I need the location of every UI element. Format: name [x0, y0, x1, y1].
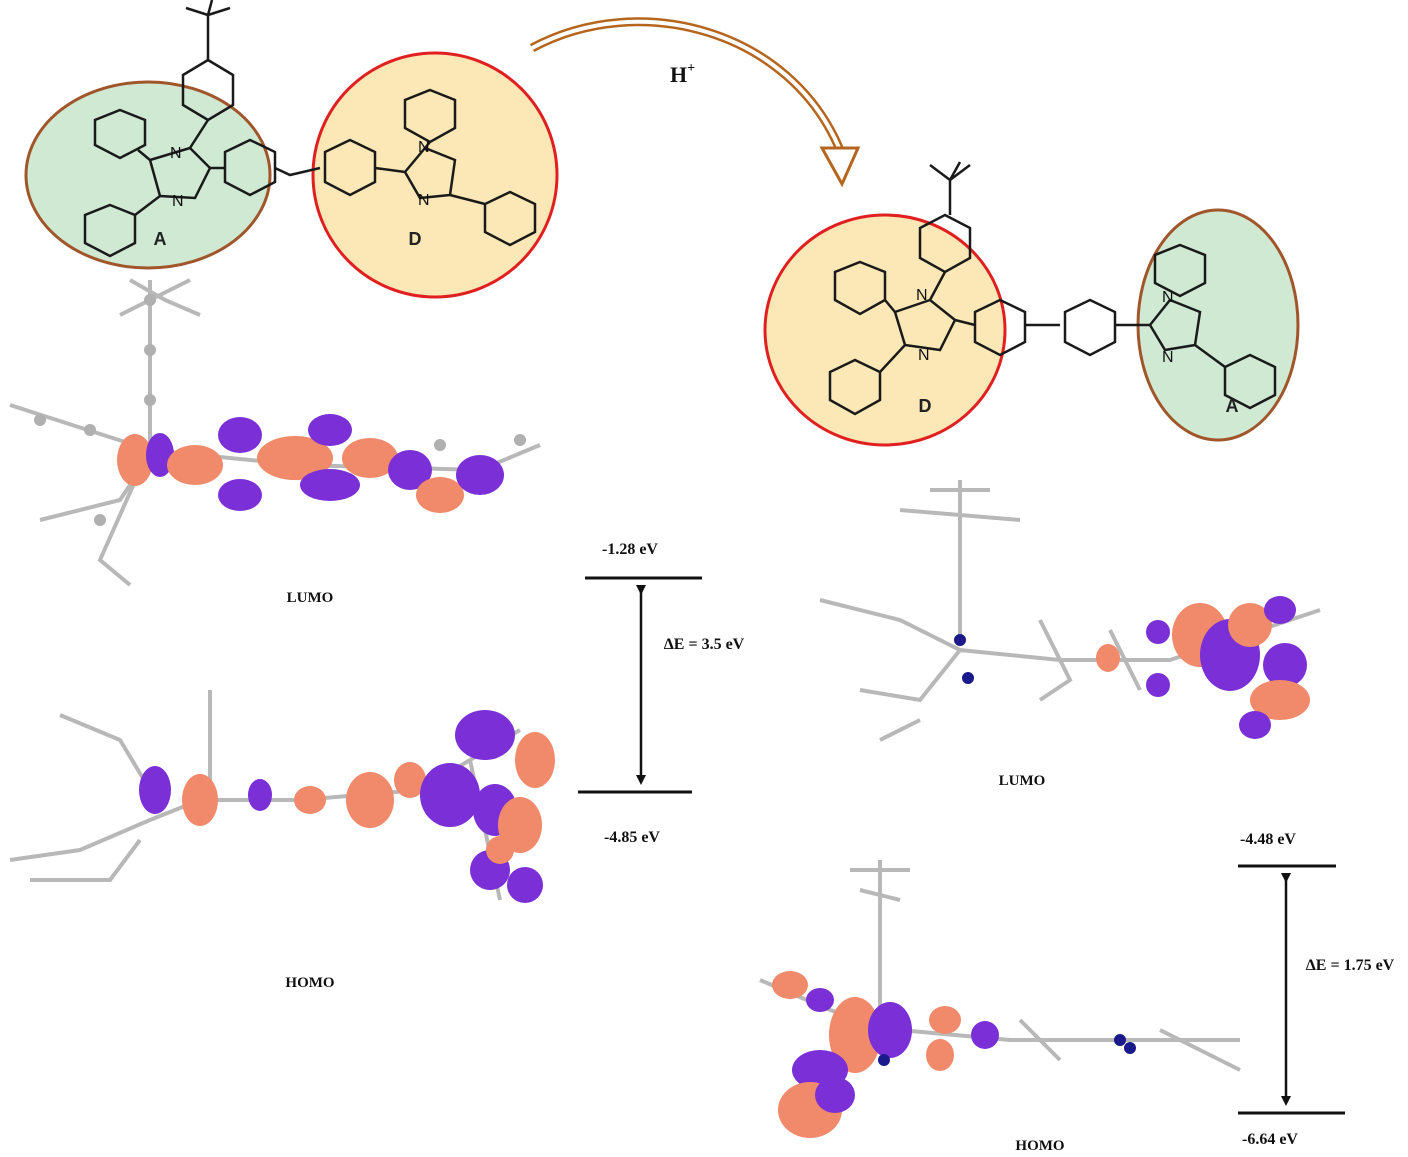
protonated-energy-gap: ΔE = 1.75 eV — [1306, 957, 1395, 974]
acceptor-zone-ellipse-right — [1136, 208, 1300, 442]
protonated-energy-diagram — [1238, 864, 1345, 1115]
acceptor-label-neutral: A — [154, 229, 167, 249]
donor-zone-ellipse — [311, 51, 559, 299]
atom-n8: N — [1162, 349, 1174, 366]
protonated-homo-render — [759, 860, 1241, 1138]
atom-n4: N — [418, 192, 430, 209]
acceptor-label-protonated: A — [1226, 396, 1239, 416]
protonated-lumo-label: LUMO — [999, 773, 1046, 789]
donor-label-protonated: D — [919, 396, 932, 416]
atom-n1: N — [170, 145, 182, 162]
protonation-arrow — [529, 17, 861, 188]
neutral-lumo-energy: -1.28 eV — [602, 541, 658, 558]
atom-n7: N — [1162, 289, 1174, 306]
neutral-lumo-label: LUMO — [287, 590, 334, 606]
neutral-energy-gap: ΔE = 3.5 eV — [664, 636, 745, 653]
neutral-bond-skeleton — [83, 0, 537, 258]
atom-n5: N — [916, 287, 928, 304]
protonated-bond-skeleton — [828, 161, 1277, 416]
neutral-homo-render — [9, 690, 555, 903]
neutral-homo-energy: -4.85 eV — [604, 829, 660, 846]
neutral-homo-label: HOMO — [285, 975, 334, 991]
atom-n6: N — [918, 347, 930, 364]
neutral-lumo-render — [9, 278, 541, 587]
atom-n3: N — [418, 139, 430, 156]
neutral-energy-diagram — [578, 576, 702, 794]
neutral-structure: N N N N A D — [24, 0, 559, 299]
protonated-homo-label: HOMO — [1015, 1138, 1064, 1154]
protonated-structure: N N N N D A — [763, 161, 1300, 447]
protonated-lumo-render — [819, 480, 1321, 742]
atom-n2: N — [172, 193, 184, 210]
donor-label-neutral: D — [409, 229, 422, 249]
protonated-homo-energy: -6.64 eV — [1242, 1131, 1298, 1148]
protonated-lumo-energy: -4.48 eV — [1240, 831, 1296, 848]
reagent-label: H+ — [670, 61, 695, 87]
acceptor-zone-ellipse — [24, 80, 272, 270]
